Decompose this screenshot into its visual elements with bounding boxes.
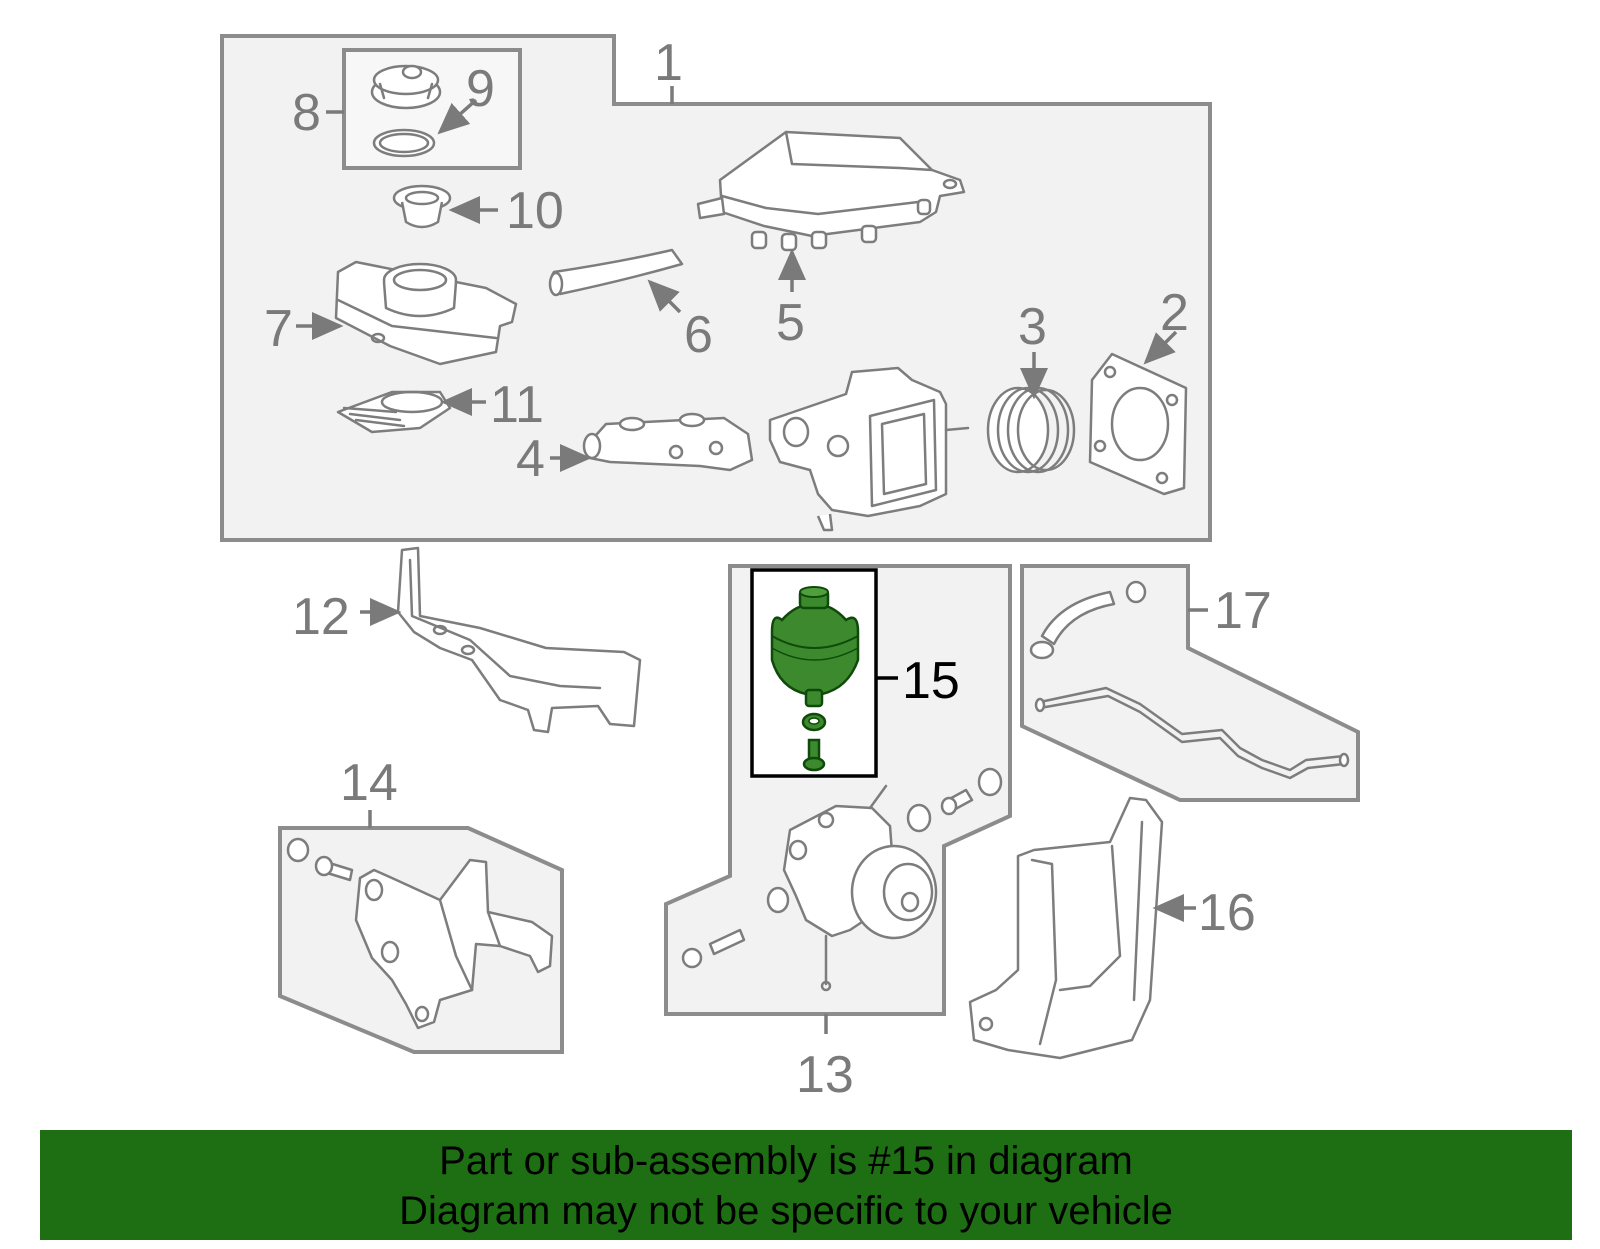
callout-2: 2 [1160, 284, 1189, 342]
accumulator-part-highlighted [770, 586, 860, 708]
callout-3: 3 [1018, 298, 1047, 356]
accumulator-bolt-highlighted [802, 738, 826, 772]
brake-booster-part [768, 366, 970, 532]
reservoir-part [334, 260, 518, 366]
callout-1: 1 [654, 34, 683, 92]
mount-bolt-part [286, 837, 354, 882]
callout-11: 11 [490, 376, 544, 434]
callout-10: 10 [506, 182, 564, 240]
vacuum-pipe-part [1034, 686, 1350, 780]
hose-part [548, 248, 684, 297]
footer-line-1: Part or sub-assembly is #15 in diagram [439, 1139, 1133, 1183]
assembly-17-box [1020, 564, 1360, 802]
callout-9: 9 [466, 60, 495, 118]
pump-motor-part [782, 784, 938, 992]
vacuum-hose-part [1029, 580, 1147, 660]
washer-part [766, 767, 1003, 914]
callout-15: 15 [902, 652, 960, 710]
callout-4: 4 [516, 430, 545, 488]
callout-17: 17 [1214, 582, 1272, 640]
booster-gasket-part [1088, 352, 1188, 496]
booster-seal-part [986, 386, 1076, 474]
callout-13: 13 [796, 1046, 854, 1104]
assembly-13-group: 13 [664, 564, 1012, 1104]
assembly-14-group: 14 [278, 754, 564, 1054]
callout-5: 5 [776, 294, 805, 352]
mounting-bracket-part [354, 858, 554, 1030]
reservoir-cap-part [370, 64, 442, 110]
assembly-1-group: 1 8 9 10 [220, 34, 1212, 542]
accumulator-washer-highlighted [801, 712, 827, 732]
assembly-17-group: 17 [1020, 564, 1360, 802]
callout-7: 7 [264, 300, 293, 358]
footer-banner: Part or sub-assembly is #15 in diagram D… [40, 1130, 1572, 1240]
callout-12: 12 [292, 588, 350, 646]
callout-16: 16 [1198, 884, 1256, 942]
callout-8: 8 [292, 84, 321, 142]
cap-seal-part [372, 128, 436, 158]
bolt-part [681, 788, 974, 969]
upper-reservoir-part [696, 130, 966, 252]
heat-shield-16-part [968, 796, 1164, 1060]
footer-line-2: Diagram may not be specific to your vehi… [399, 1189, 1173, 1233]
bracket-12-part [396, 546, 642, 734]
callout-14: 14 [340, 754, 398, 812]
callout-6: 6 [684, 306, 713, 364]
